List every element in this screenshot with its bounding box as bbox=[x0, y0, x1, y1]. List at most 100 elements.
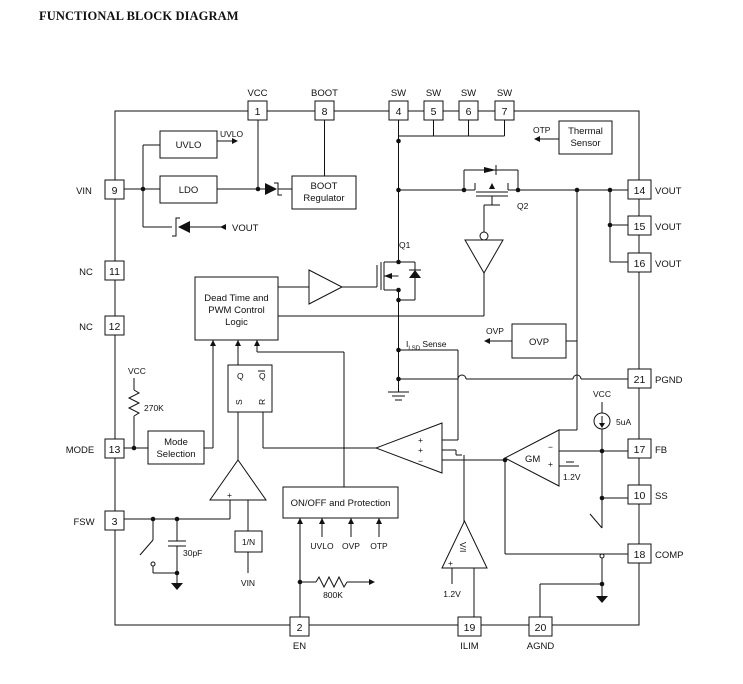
svg-text:+: + bbox=[418, 445, 423, 455]
svg-text:ILIM: ILIM bbox=[460, 641, 479, 652]
i5ua-label: 5uA bbox=[616, 417, 631, 427]
q1-transistor bbox=[376, 261, 416, 301]
mode-selection-block: Mode Selection bbox=[147, 430, 205, 465]
svg-text:Selection: Selection bbox=[156, 449, 195, 460]
onoff-uvlo-label: UVLO bbox=[310, 541, 334, 551]
pin-mode: 13 MODE bbox=[66, 438, 125, 459]
svg-text:SW: SW bbox=[426, 88, 441, 99]
svg-text:VCC: VCC bbox=[247, 88, 267, 99]
svg-text:21: 21 bbox=[634, 374, 646, 386]
pin-comp: 18 COMP bbox=[627, 543, 684, 564]
pin-fsw: 3 FSW bbox=[73, 510, 125, 531]
uvlo-out-label: UVLO bbox=[220, 129, 244, 139]
svg-text:PGND: PGND bbox=[655, 375, 683, 386]
pin-sw-5: 5 SW bbox=[423, 88, 444, 121]
svg-text:18: 18 bbox=[634, 549, 646, 561]
svg-text:15: 15 bbox=[634, 221, 646, 233]
uvlo-block: UVLO bbox=[159, 130, 218, 159]
svg-text:SW: SW bbox=[391, 88, 406, 99]
pin-sw-4: 4 SW bbox=[388, 88, 409, 121]
pin-fb: 17 FB bbox=[627, 438, 667, 459]
svg-text:8: 8 bbox=[322, 106, 328, 118]
svg-text:+: + bbox=[548, 459, 553, 469]
svg-text:Thermal: Thermal bbox=[568, 126, 603, 137]
svg-text:5: 5 bbox=[431, 106, 437, 118]
pin-boot: 8 BOOT bbox=[311, 88, 338, 121]
svg-text:FB: FB bbox=[655, 445, 667, 456]
pin-ss: 10 SS bbox=[627, 484, 668, 505]
isd-sense-label: ILSD Sense bbox=[406, 339, 447, 352]
pin-agnd: 20 AGND bbox=[527, 616, 555, 652]
diode-ldo bbox=[265, 182, 282, 196]
fsw-comparator: + bbox=[209, 459, 267, 501]
pin-vout-16: 16 VOUT bbox=[627, 252, 682, 273]
svg-text:+: + bbox=[448, 558, 453, 568]
q2-label: Q2 bbox=[517, 201, 529, 211]
svg-text:BOOT: BOOT bbox=[311, 181, 338, 192]
pin-vin: 9 VIN bbox=[76, 179, 125, 200]
pwm-comparator: + + − bbox=[374, 422, 443, 474]
gm-ref-label: 1.2V bbox=[563, 472, 581, 482]
svg-text:BOOT: BOOT bbox=[311, 88, 338, 99]
svg-text:4: 4 bbox=[396, 106, 402, 118]
svg-text:SW: SW bbox=[497, 88, 512, 99]
q2-transistor bbox=[463, 169, 628, 206]
divider-block: 1/N bbox=[234, 530, 263, 553]
onoff-otp-label: OTP bbox=[370, 541, 388, 551]
vin-bottom-label: VIN bbox=[241, 578, 255, 588]
pin-sw-6: 6 SW bbox=[458, 88, 479, 121]
svg-text:19: 19 bbox=[464, 622, 476, 634]
svg-text:11: 11 bbox=[109, 266, 120, 278]
svg-text:SW: SW bbox=[461, 88, 476, 99]
vout-ldo-label: VOUT bbox=[232, 223, 259, 234]
pin-ilim: 19 ILIM bbox=[457, 616, 482, 652]
svg-text:PWM Control: PWM Control bbox=[208, 305, 264, 316]
svg-text:UVLO: UVLO bbox=[176, 140, 202, 151]
svg-text:3: 3 bbox=[112, 516, 118, 528]
onoff-protection-block: ON/OFF and Protection bbox=[282, 486, 399, 519]
svg-text:S: S bbox=[234, 399, 244, 405]
pin-en: 2 EN bbox=[289, 616, 310, 652]
ovp-out-label: OVP bbox=[486, 326, 504, 336]
page-title: FUNCTIONAL BLOCK DIAGRAM bbox=[39, 9, 239, 23]
svg-text:10: 10 bbox=[634, 490, 646, 502]
svg-text:V/I: V/I bbox=[458, 542, 468, 552]
dead-time-pwm-block: Dead Time and PWM Control Logic bbox=[194, 276, 279, 341]
ilim-ref-label: 1.2V bbox=[443, 589, 461, 599]
svg-text:20: 20 bbox=[535, 622, 547, 634]
current-source bbox=[593, 412, 611, 430]
pin-nc-12: 12 NC bbox=[79, 315, 125, 336]
sw-bus bbox=[398, 120, 505, 137]
pin-vout-15: 15 VOUT bbox=[627, 215, 682, 236]
onoff-ovp-label: OVP bbox=[342, 541, 360, 551]
otp-label: OTP bbox=[533, 125, 551, 135]
thermal-sensor-block: Thermal Sensor bbox=[558, 120, 613, 155]
ic-outline bbox=[114, 110, 640, 626]
svg-text:MODE: MODE bbox=[66, 445, 95, 456]
svg-text:12: 12 bbox=[109, 321, 121, 333]
svg-text:GM: GM bbox=[525, 454, 540, 465]
svg-text:AGND: AGND bbox=[527, 641, 555, 652]
svg-text:EN: EN bbox=[293, 641, 306, 652]
svg-text:2: 2 bbox=[297, 622, 303, 634]
svg-text:17: 17 bbox=[634, 444, 646, 456]
cap-30pf-label: 30pF bbox=[183, 548, 202, 558]
svg-text:VOUT: VOUT bbox=[655, 222, 682, 233]
svg-text:FSW: FSW bbox=[73, 517, 94, 528]
svg-text:LDO: LDO bbox=[179, 185, 199, 196]
svg-text:ON/OFF and Protection: ON/OFF and Protection bbox=[291, 498, 391, 509]
svg-text:Q: Q bbox=[259, 371, 266, 381]
pin-vcc: 1 VCC bbox=[247, 88, 268, 121]
svg-text:NC: NC bbox=[79, 322, 93, 333]
svg-text:6: 6 bbox=[466, 106, 472, 118]
svg-text:−: − bbox=[418, 456, 423, 466]
svg-text:Logic: Logic bbox=[225, 317, 248, 328]
svg-text:13: 13 bbox=[109, 444, 121, 456]
vcc-res-label: VCC bbox=[128, 366, 146, 376]
pin-vout-14: 14 VOUT bbox=[627, 179, 682, 200]
boot-regulator-block: BOOT Regulator bbox=[291, 175, 357, 210]
q1-label: Q1 bbox=[399, 240, 411, 250]
svg-text:COMP: COMP bbox=[655, 550, 684, 561]
q1-gate-driver bbox=[308, 269, 344, 305]
svg-text:VIN: VIN bbox=[76, 186, 92, 197]
